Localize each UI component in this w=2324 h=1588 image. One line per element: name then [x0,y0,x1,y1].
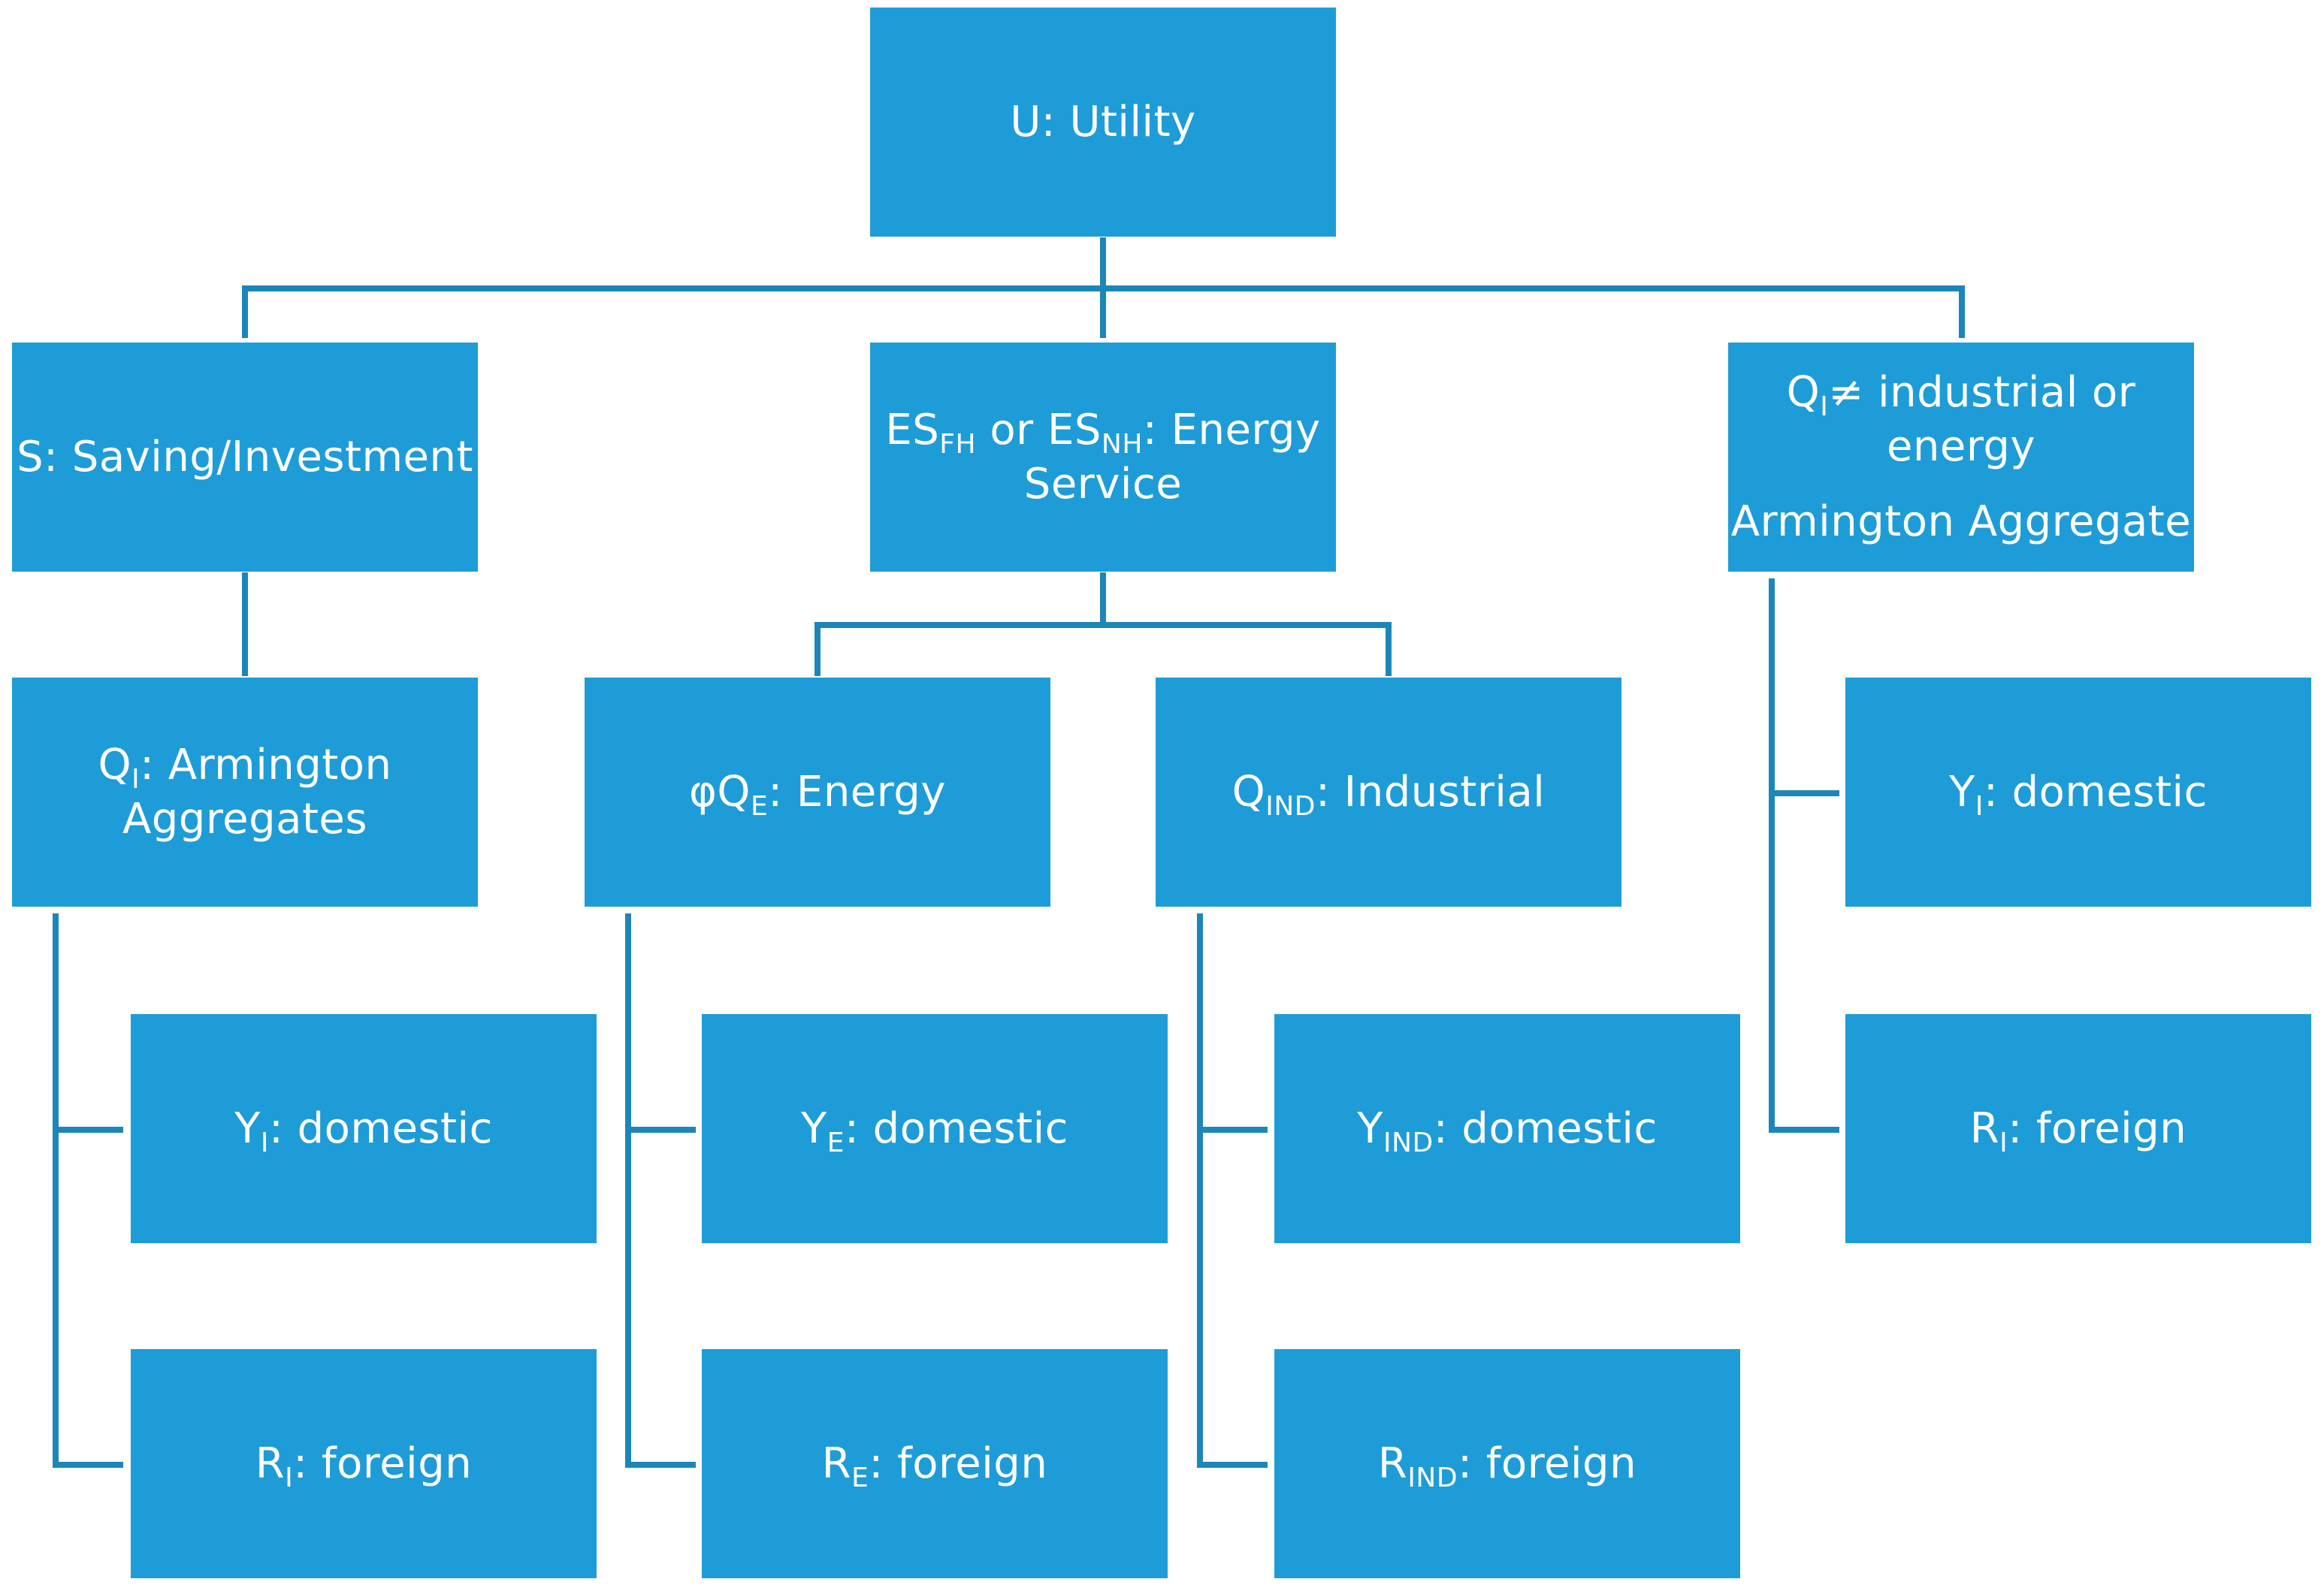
other-goods-foreign-node: RI: foreign [1845,1014,2311,1243]
armington-domestic-label: YI: domestic [234,1103,493,1158]
other-goods-node: QI≠ industrial or energy (Armington Aggr… [1714,343,2208,572]
other-goods-foreign-label: RI: foreign [1969,1103,2187,1158]
armington-domestic-node: YI: domestic [131,1014,597,1243]
utility-label: U: Utility [1010,97,1196,146]
saving-investment-label: S: Saving/Investment [17,432,473,482]
other-goods-label-line1: QI≠ industrial or [1786,367,2136,422]
connector-industrial-bracket [1197,913,1268,1468]
industrial-domestic-label: YIND: domestic [1357,1103,1658,1158]
energy-foreign-label: RE: foreign [821,1439,1048,1493]
industrial-foreign-label: RIND: foreign [1377,1439,1637,1493]
industrial-foreign-node: RIND: foreign [1274,1349,1740,1578]
armington-label-line2: Aggregates [122,794,368,844]
armington-foreign-node: RI: foreign [131,1349,597,1578]
energy-node: φQE: Energy [585,678,1050,907]
armington-foreign-label: RI: foreign [255,1439,473,1493]
industrial-domestic-node: YIND: domestic [1274,1014,1740,1243]
energy-service-node: ESFH or ESNH: Energy Service [870,343,1336,572]
industrial-label: QIND: Industrial [1232,767,1546,822]
saving-investment-node: S: Saving/Investment [12,343,478,572]
energy-label: φQE: Energy [688,767,946,822]
energy-domestic-label: YE: domestic [801,1103,1068,1158]
other-goods-domestic-node: YI: domestic [1845,678,2311,907]
other-goods-label-line2: energy [1886,421,2036,471]
armington-label-line1: QI: Armington [98,740,392,795]
industrial-node: QIND: Industrial [1156,678,1621,907]
other-goods-domestic-label: YI: domestic [1949,767,2208,822]
connector-armington-bracket [53,913,123,1468]
connector-other-goods-bracket [1769,578,1839,1133]
utility-node: U: Utility [870,8,1336,237]
energy-service-label-line1: ESFH or ESNH: Energy [885,405,1321,460]
energy-domestic-node: YE: domestic [702,1014,1168,1243]
connector-energy-bracket [625,913,696,1468]
other-goods-label-line3: (Armington Aggregate) [1714,497,2208,546]
energy-foreign-node: RE: foreign [702,1349,1168,1578]
energy-service-label-line2: Service [1023,459,1183,509]
armington-aggregates-node: QI: Armington Aggregates [12,678,478,907]
